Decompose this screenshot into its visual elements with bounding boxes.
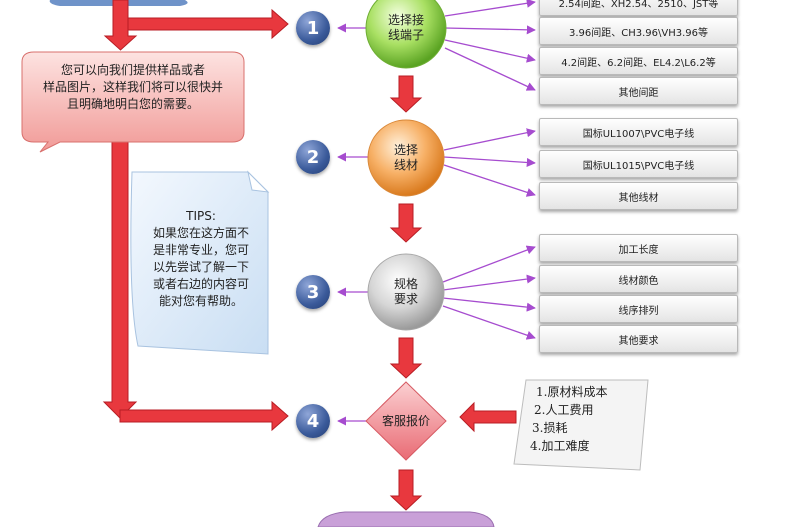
tips-note-fold [247,170,270,193]
request-line-2: 样品图片，这样我们将可以很快并 [42,80,223,94]
tips-line-3: 以先尝试了解一下 [152,260,249,274]
option-terminal-42-62[interactable]: 4.2间距、6.2间距、EL4.2\L6.2等 [539,47,738,75]
request-bubble-shape [21,51,245,153]
node3-line1: 规格 [393,277,418,291]
node2-line1: 选择 [393,143,418,157]
node-select-terminal-label: 选择接 线端子 [370,0,442,56]
tips-note-shape [130,171,269,355]
node-select-wire [367,119,445,197]
step-number-3: 3 [296,275,330,309]
node1-line1: 选择接 [387,13,424,27]
step-number-4: 4 [296,404,330,438]
arrow-left-top-down [103,0,138,51]
arrow-to-step4 [119,400,289,432]
arrow-costs-to-quote [459,401,517,433]
tips-line-1: 如果您在这方面不 [152,226,249,240]
tips-line-4: 或者右边的内容可 [152,277,249,291]
tips-note: TIPS: 如果您在这方面不 是非常专业，您可 以先尝试了解一下 或者右边的内容… [136,176,266,352]
arrow-node2-down [389,203,423,243]
node-quote-diamond [365,381,447,461]
request-line-3: 且明确地明白您的需要。 [66,97,199,111]
red-arrows [102,0,517,511]
node4-line1: 客服报价 [381,413,430,428]
arrow-node1-down [389,75,423,113]
option-spec-other[interactable]: 其他要求 [539,325,738,353]
step-number-1: 1 [296,11,330,45]
cost-factor-4: 4.加工难度 [530,439,590,453]
connectors-step2 [337,128,536,197]
option-wire-ul1015[interactable]: 国标UL1015\PVC电子线 [539,150,738,178]
bottom-bubble-remnant [317,511,495,527]
option-terminal-396[interactable]: 3.96间距、CH3.96\VH3.96等 [539,17,738,45]
cost-factor-1: 1.原材料成本 [536,385,608,399]
node-spec-requirements-label: 规格 要求 [370,262,442,322]
option-terminal-254[interactable]: 2.54间距、XH2.54、2510、JST等 [539,0,738,16]
option-spec-wire-order[interactable]: 线序排列 [539,295,738,323]
cost-factor-2: 2.人工费用 [534,403,594,417]
arrow-node3-down [389,337,423,379]
option-wire-other[interactable]: 其他线材 [539,182,738,210]
cost-factor-3: 3.损耗 [532,421,568,435]
arrow-to-step1 [127,8,289,40]
node3-line2: 要求 [393,292,418,306]
request-bubble-text: 您可以向我们提供样品或者 样品图片，这样我们将可以很快并 且明确地明白您的需要。 [24,62,242,113]
option-terminal-other[interactable]: 其他间距 [539,77,738,105]
connectors-step1 [337,0,536,91]
cost-factors-card [513,379,649,471]
node2-line2: 线材 [393,158,418,172]
step-number-2: 2 [296,140,330,174]
tips-line-2: 是非常专业，您可 [152,243,249,257]
connectors-step3 [337,245,536,340]
option-spec-length[interactable]: 加工长度 [539,234,738,262]
request-line-1: 您可以向我们提供样品或者 [60,63,205,77]
option-wire-ul1007[interactable]: 国标UL1007\PVC电子线 [539,118,738,146]
tips-title: TIPS: [186,209,216,223]
cost-factors-list: 1.原材料成本 2.人工费用 3.损耗 4.加工难度 [520,383,644,465]
node-select-wire-label: 选择 线材 [370,128,442,188]
tips-line-5: 能对您有帮助。 [158,294,243,308]
node1-line2: 线端子 [387,28,424,42]
node-select-terminal [365,0,447,69]
node-quote-label: 客服报价 [366,411,446,431]
node-spec-requirements [367,253,445,331]
arrow-diamond-down [389,469,423,511]
option-spec-wire-color[interactable]: 线材颜色 [539,265,738,293]
